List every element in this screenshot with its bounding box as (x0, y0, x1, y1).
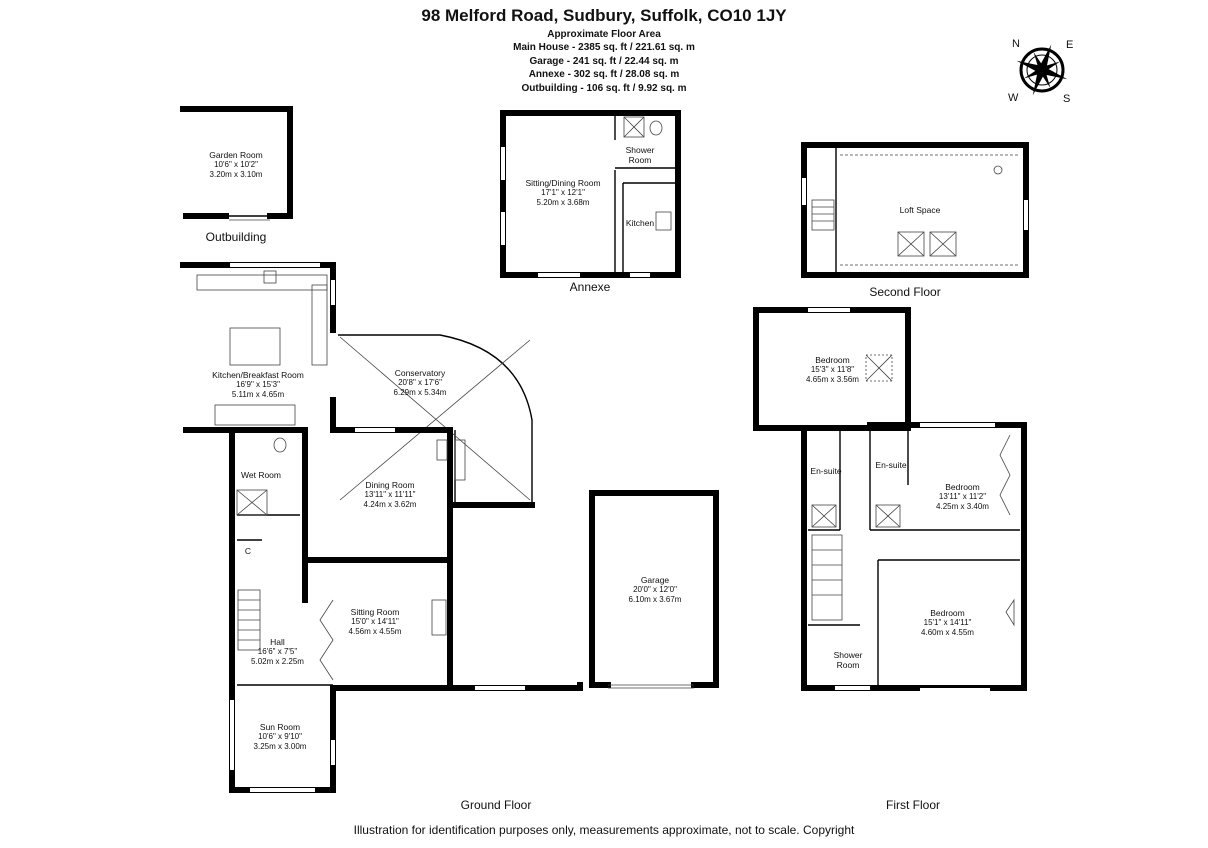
plan-label-annexe: Annexe (569, 280, 611, 294)
page-title: 98 Melford Road, Sudbury, Suffolk, CO10 … (421, 6, 787, 25)
room-cupboard: C (244, 546, 252, 556)
ground-floor-plan (180, 262, 719, 793)
compass-n: N (1012, 38, 1020, 50)
area-garage: Garage - 241 sq. ft / 22.44 sq. m (529, 56, 679, 67)
plan-label-first-floor: First Floor (886, 798, 940, 812)
annexe-plan (500, 110, 681, 278)
floor-area-heading: Approximate Floor Area (547, 29, 661, 40)
room-loft-space: Loft Space (899, 205, 941, 215)
compass-w: W (1008, 92, 1019, 104)
compass-s: S (1063, 93, 1071, 105)
room-annexe-shower: Shower Room (625, 145, 655, 165)
plan-label-second-floor: Second Floor (869, 285, 941, 299)
first-floor-plan (753, 307, 1027, 692)
compass-e: E (1066, 39, 1074, 51)
area-outbuilding: Outbuilding - 106 sq. ft / 9.92 sq. m (521, 83, 687, 94)
room-annexe-kitchen: Kitchen (625, 218, 655, 228)
room-shower-room-first-floor: Shower Room (833, 650, 863, 670)
compass-rose-icon (1016, 44, 1068, 96)
outbuilding-plan (180, 106, 293, 221)
room-wet-room: Wet Room (241, 470, 281, 480)
room-ensuite-right: En-suite (875, 460, 907, 470)
area-annexe: Annexe - 302 sq. ft / 28.08 sq. m (528, 69, 680, 80)
plan-label-ground-floor: Ground Floor (460, 798, 532, 812)
plan-label-outbuilding: Outbuilding (205, 230, 267, 244)
second-floor-plan (801, 142, 1029, 278)
room-ensuite-left: En-suite (810, 466, 842, 476)
disclaimer: Illustration for identification purposes… (353, 823, 855, 837)
area-main-house: Main House - 2385 sq. ft / 221.61 sq. m (513, 42, 695, 53)
